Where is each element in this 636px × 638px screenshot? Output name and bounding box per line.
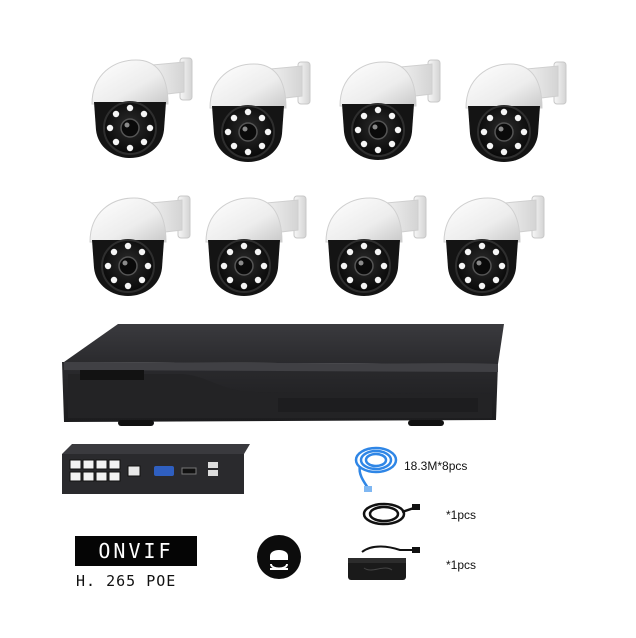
camera-7 <box>318 190 430 300</box>
audio-microphone-icon <box>256 534 302 580</box>
ptz-dome-camera-icon <box>325 195 427 297</box>
blue-network-cable-icon <box>354 446 398 492</box>
network-cable-label: 18.3M*8pcs <box>404 459 468 473</box>
network-cable <box>346 438 402 494</box>
onvif-label: ONVIF <box>98 539 174 563</box>
ptz-dome-camera-icon <box>91 57 193 159</box>
power-adapter <box>342 544 424 584</box>
nvr-recorder-icon <box>62 324 504 426</box>
nvr-rear-panel-icon <box>62 444 250 494</box>
ptz-dome-camera-icon <box>205 195 307 297</box>
camera-2 <box>202 56 314 166</box>
camera-4 <box>458 56 570 166</box>
onvif-badge: ONVIF <box>75 536 197 566</box>
ptz-dome-camera-icon <box>339 59 441 161</box>
ptz-dome-camera-icon <box>465 61 567 163</box>
black-power-cable-icon <box>362 502 420 526</box>
power-adapter-icon <box>348 545 420 580</box>
nvr-rear-panel <box>58 440 254 498</box>
nvr-recorder <box>58 318 508 434</box>
camera-8 <box>436 190 548 300</box>
codec-label: H. 265 POE <box>76 572 177 590</box>
ptz-dome-camera-icon <box>89 195 191 297</box>
power-cable <box>358 494 422 534</box>
camera-3 <box>332 54 444 164</box>
power-cable-label: *1pcs <box>446 508 477 522</box>
power-adapter-label: *1pcs <box>446 558 477 572</box>
ptz-dome-camera-icon <box>443 195 545 297</box>
camera-1 <box>84 52 196 162</box>
camera-5 <box>82 190 194 300</box>
ptz-dome-camera-icon <box>209 61 311 163</box>
camera-6 <box>198 190 310 300</box>
